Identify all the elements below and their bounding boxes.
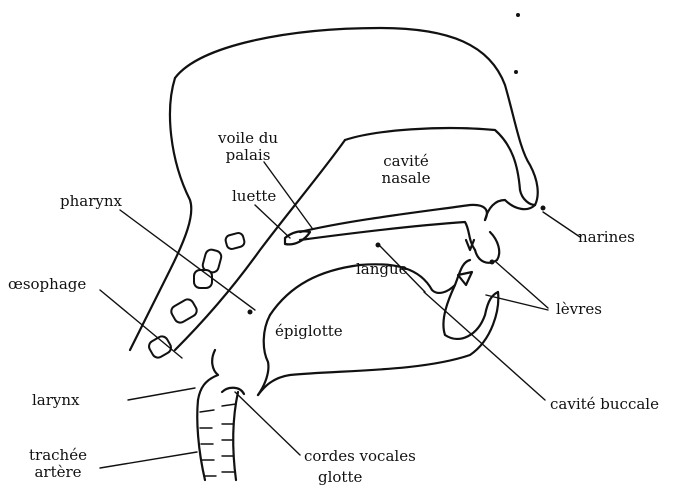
leader-cordes: [235, 392, 300, 455]
label-cordes-vocales: cordes vocales: [304, 448, 416, 465]
label-cavite-nasale: cavité nasale: [366, 153, 446, 187]
label-trachee-artere: trachée artère: [18, 447, 98, 481]
leader-cavite-buccale: [424, 292, 545, 400]
label-cavite-nasale-line2: nasale: [366, 170, 446, 187]
larynx-outline: [198, 350, 218, 400]
label-trachee-line2: artère: [18, 464, 98, 481]
label-narines: narines: [578, 229, 635, 246]
soft-palate: [285, 231, 310, 244]
label-glotte: glotte: [318, 469, 362, 486]
chin-jaw: [258, 292, 498, 395]
label-voile-line1: voile du: [208, 130, 288, 147]
label-luette: luette: [232, 188, 276, 205]
leader-levres-lower: [486, 295, 548, 310]
leader-levres-upper: [496, 262, 548, 308]
head-outline: [175, 28, 538, 205]
label-oesophage: œsophage: [8, 276, 86, 293]
label-epiglotte: épiglotte: [275, 323, 343, 340]
trachea-rings: [200, 404, 236, 476]
leader-pharynx: [120, 210, 255, 310]
leader-narines: [543, 212, 580, 237]
label-pharynx: pharynx: [60, 193, 122, 210]
pharynx-front-wall: [175, 140, 345, 350]
label-trachee-line1: trachée: [18, 447, 98, 464]
leader-oesophage: [100, 290, 182, 358]
label-langue: langue: [356, 261, 408, 278]
label-levres: lèvres: [556, 301, 602, 318]
vocal-cords: [222, 388, 244, 394]
leader-trachee: [100, 452, 197, 468]
label-larynx: larynx: [32, 392, 80, 409]
upper-lip: [475, 232, 499, 263]
label-cavite-nasale-line1: cavité: [366, 153, 446, 170]
label-cavite-buccale: cavité buccale: [550, 396, 659, 413]
trachea-front: [233, 392, 238, 480]
leader-larynx: [128, 388, 195, 400]
label-voile-du-palais: voile du palais: [208, 130, 288, 164]
teeth: [458, 272, 472, 285]
label-voile-line2: palais: [208, 147, 288, 164]
